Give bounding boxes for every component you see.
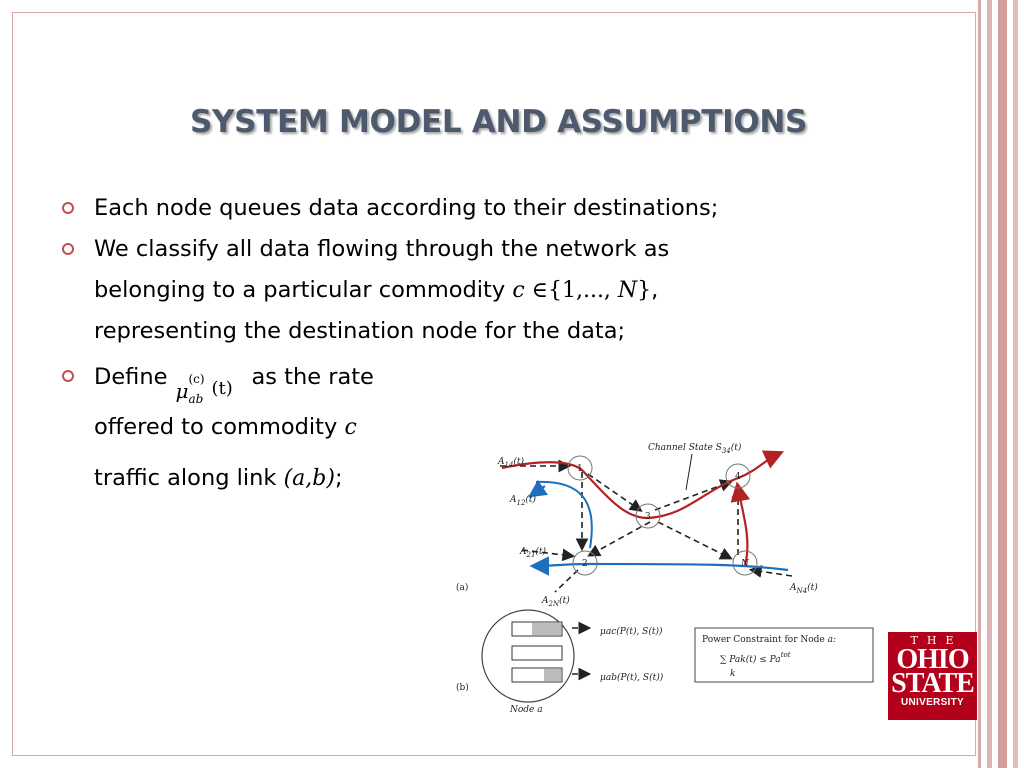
bullet-item-1: Each node queues data according to their… — [62, 188, 862, 229]
commodity-math: c — [344, 415, 357, 440]
power-constraint-title: Power Constraint for Node a: — [702, 635, 836, 645]
link-3-4 — [654, 479, 733, 511]
bullet-text: , — [651, 277, 659, 303]
bullet-text: Define — [94, 364, 168, 390]
bullet-text: offered to commodity — [94, 414, 345, 440]
node-label: N — [740, 559, 750, 569]
node-label: 4 — [735, 472, 741, 482]
node-label: 3 — [645, 512, 651, 522]
part-a-label: (a) — [456, 582, 468, 593]
bullet-text: as the rate — [251, 364, 374, 390]
power-constraint-box — [694, 627, 874, 683]
node-a-circle — [481, 609, 575, 703]
arrival-label: A14(t) — [497, 456, 525, 469]
bullet-item-3: Define μ(c)ab(t) as the rate offered to co… — [62, 352, 862, 504]
logo-university: UNIVERSITY — [900, 697, 964, 708]
link-3-2 — [587, 521, 651, 557]
arrival-label: A21(t) — [519, 546, 547, 559]
logo-ohio: OHIO — [896, 644, 969, 675]
node-a-label: Node a — [509, 705, 543, 715]
blue-arrow-a12 — [528, 479, 548, 498]
blue-path-a2n — [529, 556, 789, 576]
commodity-set-math: c ∈{1,..., N} — [512, 278, 652, 303]
arrival-a2n — [554, 569, 579, 593]
link-1-3 — [587, 473, 643, 512]
bullet-line: Define μ(c)ab(t) as the rate — [94, 352, 862, 406]
bullet-line: belonging to a particular commodity c ∈{… — [94, 270, 862, 311]
bullet-icon — [62, 370, 74, 382]
link-3-N — [657, 521, 733, 560]
rate-mu-math: μ(c)ab(t) — [175, 372, 233, 406]
bullet-icon — [62, 243, 74, 255]
ohio-state-logo: THE OHIO STATE UNIVERSITY — [888, 632, 977, 720]
bullet-list: Each node queues data according to their… — [62, 188, 862, 504]
node-n — [732, 550, 758, 576]
bullet-icon — [62, 202, 74, 214]
node-2 — [572, 550, 598, 576]
link-math: (a,b) — [283, 466, 335, 491]
bullet-line: representing the destination node for th… — [94, 318, 626, 344]
bullet-text: Each node queues data according to their… — [94, 195, 719, 221]
bullet-text: ; — [334, 465, 343, 491]
rate-ac-label: μac(P(t), S(t)) — [600, 626, 663, 637]
arrival-label: A2N(t) — [541, 595, 570, 608]
red-path-an4 — [730, 481, 751, 566]
arrival-label: A12(t) — [509, 494, 537, 507]
queue-3-fill — [544, 669, 561, 681]
slide-title: SYSTEM MODEL AND ASSUMPTIONS — [190, 104, 808, 140]
bullet-text: traffic along link — [94, 465, 284, 491]
bullet-line: offered to commodity c — [94, 402, 862, 453]
bullet-line: traffic along link (a,b); — [94, 453, 862, 504]
bullet-text: belonging to a particular commodity — [94, 277, 513, 303]
red-path-a14 — [501, 450, 784, 520]
arrival-label: AN4(t) — [789, 582, 818, 595]
queue-1-fill — [532, 623, 561, 635]
slide-frame — [12, 12, 976, 756]
channel-state-label: Channel State S34(t) — [648, 442, 742, 455]
arrival-an4 — [748, 565, 793, 578]
logo-the: THE — [910, 634, 963, 647]
node-3 — [635, 503, 661, 529]
power-sum-index: k — [730, 669, 735, 679]
bullet-line: We classify all data flowing through the… — [94, 236, 670, 262]
decorative-stripes — [978, 0, 1024, 768]
power-constraint-formula: ∑ Pak(t) ≤ Patot — [720, 651, 791, 665]
node-4 — [725, 463, 751, 489]
channel-state-pointer — [685, 453, 693, 491]
queue-2 — [511, 645, 563, 661]
logo-state: STATE — [891, 668, 975, 699]
blue-path-a12 — [535, 480, 593, 549]
node-label: 1 — [577, 464, 583, 474]
node-1 — [567, 455, 593, 481]
bullet-item-2: We classify all data flowing through the… — [62, 229, 862, 352]
arrival-a21 — [521, 548, 576, 562]
node-label: 2 — [582, 559, 588, 569]
part-b-label: (b) — [456, 682, 469, 693]
rate-ab-label: μab(P(t), S(t)) — [600, 672, 664, 683]
network-figure: 1 2 3 4 N Channel State S34(t) A14(t) A1… — [456, 442, 874, 715]
